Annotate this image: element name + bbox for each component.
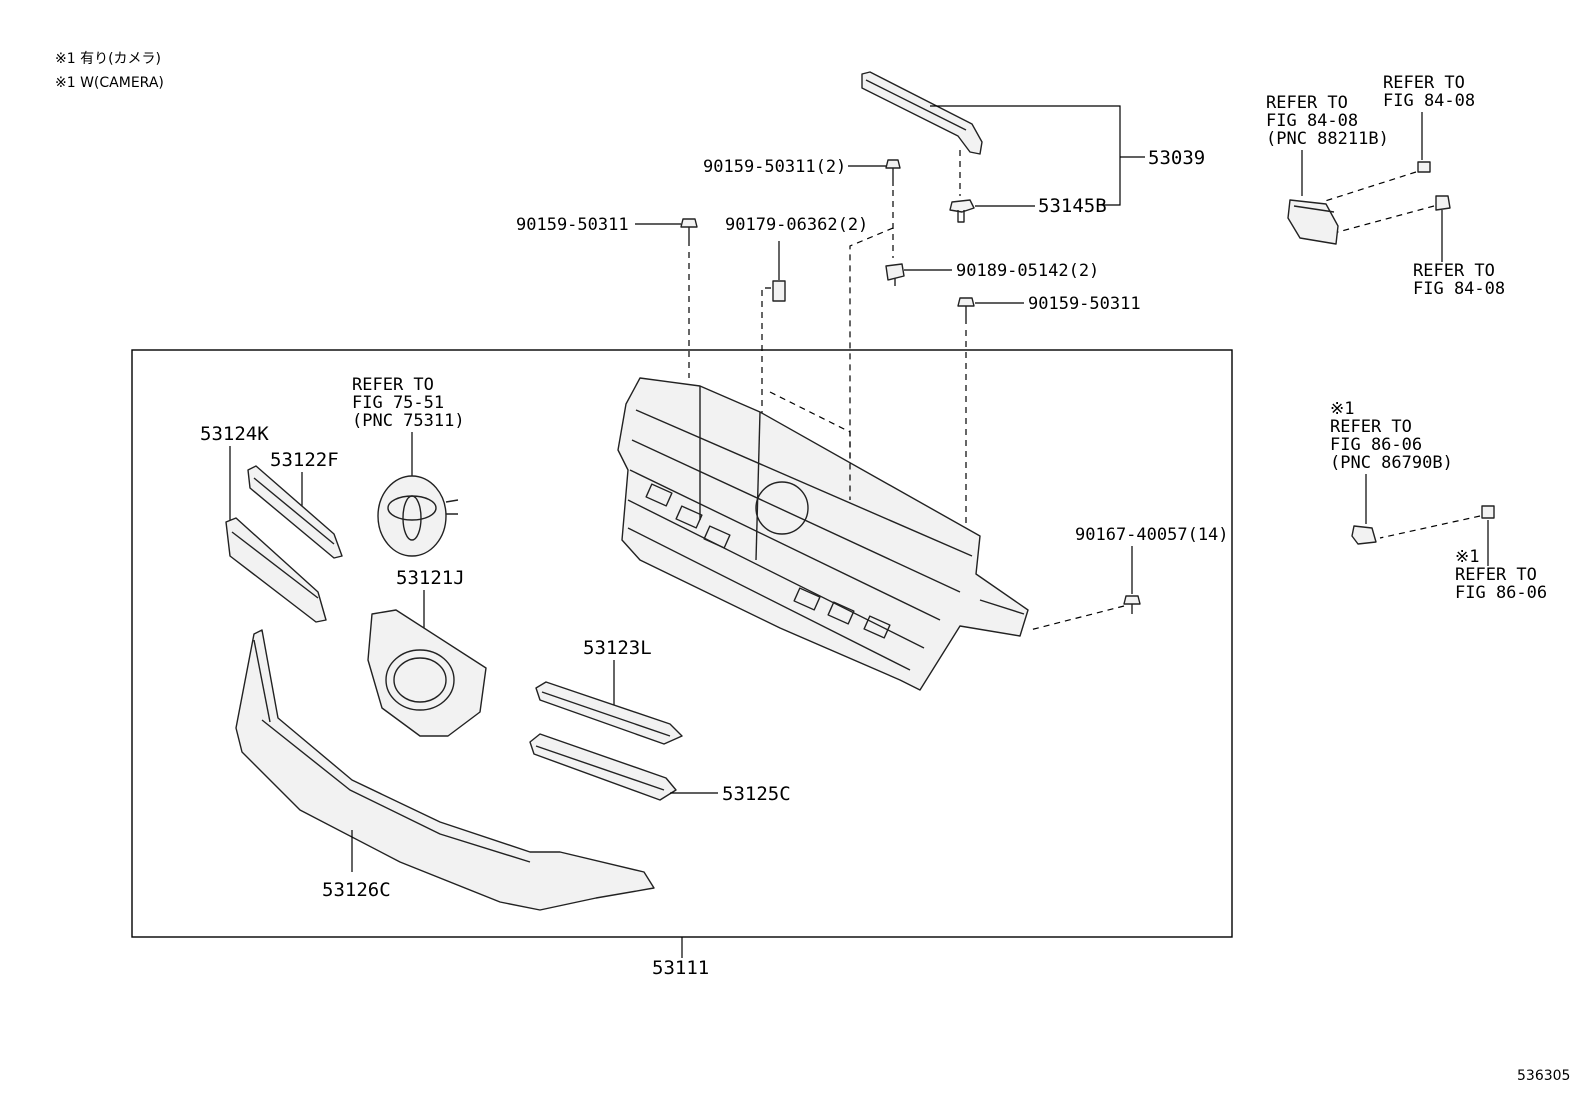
radiator-grille-frame-part[interactable] [617, 377, 1029, 691]
ref-camera-top-mark: ※1 [1330, 399, 1354, 419]
screw-90159-right-part[interactable] [957, 297, 975, 324]
label-90159-right[interactable]: 90159-50311 [1028, 294, 1141, 314]
radar-sensor-part[interactable] [1287, 199, 1339, 245]
molding-53124k-part[interactable] [225, 517, 327, 623]
emblem-surround-53121j-part[interactable] [367, 609, 487, 737]
ref-camera-top-line1[interactable]: REFER TO [1330, 417, 1412, 437]
ref-emblem-line3[interactable]: (PNC 75311) [352, 411, 465, 431]
dash-90167 [1029, 605, 1125, 631]
lower-molding-53126c-part[interactable] [235, 629, 655, 911]
label-90189[interactable]: 90189-05142(2) [956, 261, 1099, 281]
ref-camera-bottom-line2[interactable]: FIG 86-06 [1455, 583, 1547, 603]
label-90179[interactable]: 90179-06362(2) [725, 215, 868, 235]
dash-camera [1379, 515, 1481, 539]
ref-sensor-bottom-line1[interactable]: REFER TO [1413, 261, 1495, 281]
ref-sensor-left-line1[interactable]: REFER TO [1266, 93, 1348, 113]
label-53121j[interactable]: 53121J [396, 567, 465, 589]
label-90159-2[interactable]: 90159-50311(2) [703, 157, 846, 177]
clip-90189-part[interactable] [885, 263, 905, 286]
label-90159-left[interactable]: 90159-50311 [516, 215, 629, 235]
note-en: ※1 W(CAMERA) [55, 75, 164, 91]
dash-90189 [849, 227, 894, 500]
label-53039[interactable]: 53039 [1148, 147, 1205, 169]
ref-emblem-line2[interactable]: FIG 75-51 [352, 393, 444, 413]
label-53126c[interactable]: 53126C [322, 879, 391, 901]
note-jp: ※1 有り(カメラ) [55, 51, 161, 67]
ref-emblem-line1[interactable]: REFER TO [352, 375, 434, 395]
ref-sensor-top-line1[interactable]: REFER TO [1383, 73, 1465, 93]
ref-sensor-bottom-line2[interactable]: FIG 84-08 [1413, 279, 1505, 299]
label-53125c[interactable]: 53125C [722, 783, 791, 805]
ref-camera-top-line3[interactable]: (PNC 86790B) [1330, 453, 1453, 473]
emblem-part[interactable] [377, 475, 459, 557]
dash-sensor-top [1321, 171, 1417, 203]
sensor-screw-top-part[interactable] [1417, 161, 1431, 173]
clip-53145b-part[interactable] [949, 199, 975, 223]
label-90167[interactable]: 90167-40057(14) [1075, 525, 1229, 545]
bracket-53039 [930, 105, 1121, 206]
label-53122f[interactable]: 53122F [270, 449, 339, 471]
molding-53125c-part[interactable] [529, 733, 677, 801]
label-53145b[interactable]: 53145B [1038, 195, 1107, 217]
ref-sensor-left-line3[interactable]: (PNC 88211B) [1266, 129, 1389, 149]
label-53111[interactable]: 53111 [652, 957, 709, 979]
label-53124k[interactable]: 53124K [200, 423, 269, 445]
molding-53123l-part[interactable] [535, 681, 683, 745]
nut-90179-part[interactable] [772, 280, 786, 302]
sensor-screw-bottom-part[interactable] [1435, 195, 1451, 211]
figure-id: 536305 [1517, 1068, 1570, 1084]
upper-molding-part[interactable] [861, 71, 983, 155]
ref-sensor-left-line2[interactable]: FIG 84-08 [1266, 111, 1358, 131]
dash-frame-mid [769, 391, 851, 500]
camera-part[interactable] [1351, 525, 1377, 545]
ref-camera-bottom-mark: ※1 [1455, 547, 1479, 567]
molding-53122f-part[interactable] [247, 465, 343, 559]
screw-90159-left-part[interactable] [680, 218, 698, 246]
ref-sensor-top-line2[interactable]: FIG 84-08 [1383, 91, 1475, 111]
dash-sensor-bottom [1337, 205, 1435, 233]
camera-screw-part[interactable] [1481, 505, 1495, 519]
label-53123l[interactable]: 53123L [583, 637, 652, 659]
ref-camera-bottom-line1[interactable]: REFER TO [1455, 565, 1537, 585]
screw-90159-top-part[interactable] [885, 159, 901, 186]
ref-camera-top-line2[interactable]: FIG 86-06 [1330, 435, 1422, 455]
screw-90167-part[interactable] [1123, 595, 1141, 614]
